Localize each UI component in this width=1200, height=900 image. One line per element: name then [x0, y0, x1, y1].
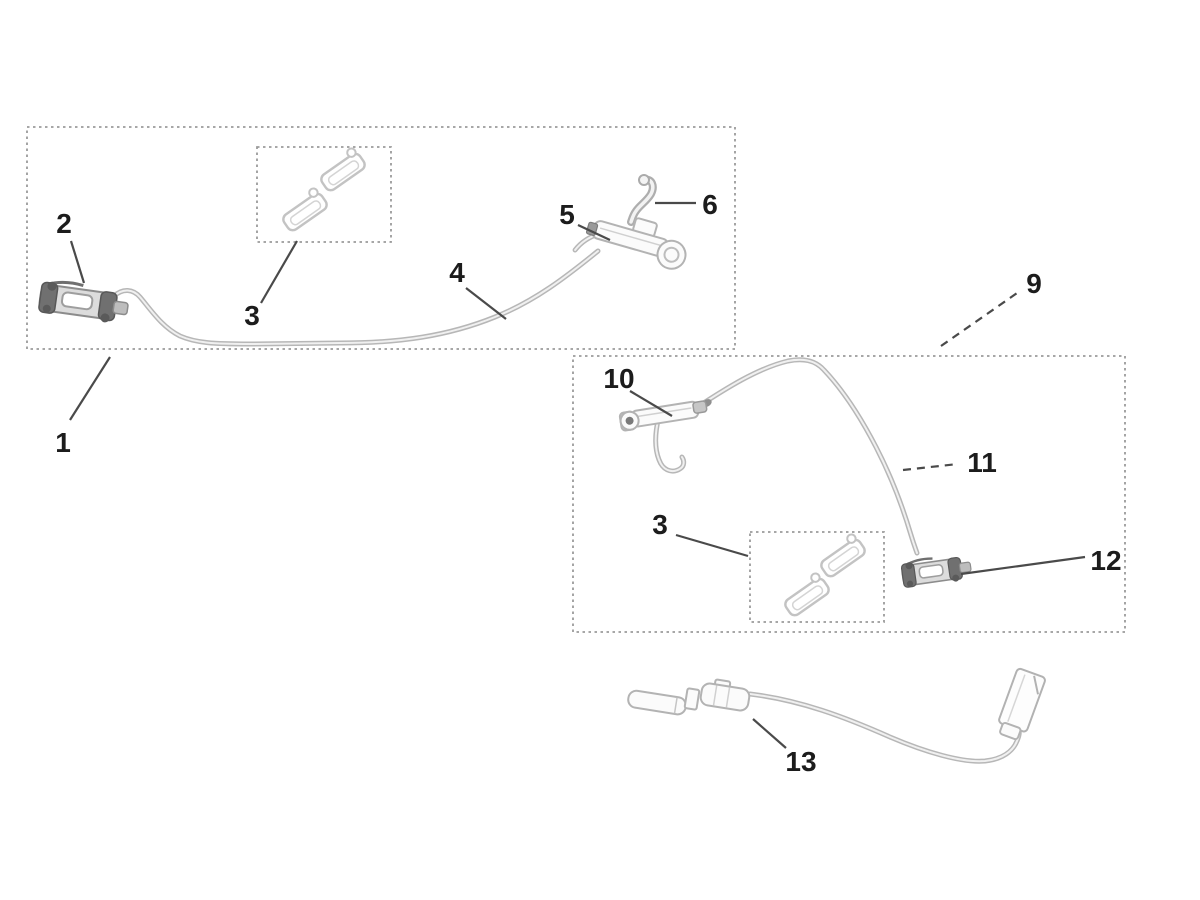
sensor-collar: [683, 687, 701, 711]
front-pads-inner-box: [256, 146, 392, 243]
front-brake-pad-set: [276, 145, 369, 234]
brake-pad: [778, 570, 833, 619]
front-brake-caliper: [36, 277, 132, 327]
leader-to-3-rear: [675, 533, 749, 558]
speed-sensor-cable: [627, 667, 1046, 764]
leader-to-9: [940, 290, 1021, 347]
brake-pad: [814, 531, 869, 580]
leader-to-1: [69, 356, 111, 421]
leader-to-3-front: [260, 240, 298, 304]
callout-13: 13: [785, 746, 816, 777]
callout-3-rear: 3: [652, 509, 668, 540]
sensor-probe: [627, 689, 687, 716]
callout-9: 9: [1026, 268, 1042, 299]
leader-to-5: [577, 224, 611, 241]
rear-brake-pad-set: [778, 531, 869, 619]
brake-pad: [314, 145, 369, 194]
leader-to-2: [69, 240, 86, 284]
callout-4: 4: [449, 257, 465, 288]
callout-10: 10: [603, 363, 634, 394]
callout-2: 2: [56, 208, 72, 239]
callout-1: 1: [55, 427, 71, 458]
leader-to-10: [629, 390, 673, 417]
callout-5: 5: [559, 199, 575, 230]
front-brake-lever: [572, 217, 687, 270]
leader-to-13: [752, 718, 787, 749]
front-kit-boundary-box: [26, 126, 736, 350]
leader-to-11: [902, 462, 959, 472]
sensor-barrel: [699, 678, 751, 712]
front-brake-hose: [111, 248, 601, 347]
leader-to-4: [465, 287, 507, 320]
rear-pads-inner-box: [749, 531, 885, 623]
leader-to-12: [960, 555, 1086, 576]
rear-brake-lever: [618, 400, 708, 474]
sensor-connector: [998, 667, 1046, 741]
callout-6: 6: [702, 189, 718, 220]
lever-clamp-bracket: [627, 174, 657, 226]
brake-pad: [276, 185, 331, 234]
rear-kit-boundary-box: [572, 355, 1126, 633]
callout-12: 12: [1090, 545, 1121, 576]
callout-11: 11: [967, 447, 997, 478]
rear-brake-hose: [696, 357, 920, 556]
callout-3-front: 3: [244, 300, 260, 331]
rear-brake-caliper: [899, 551, 974, 591]
